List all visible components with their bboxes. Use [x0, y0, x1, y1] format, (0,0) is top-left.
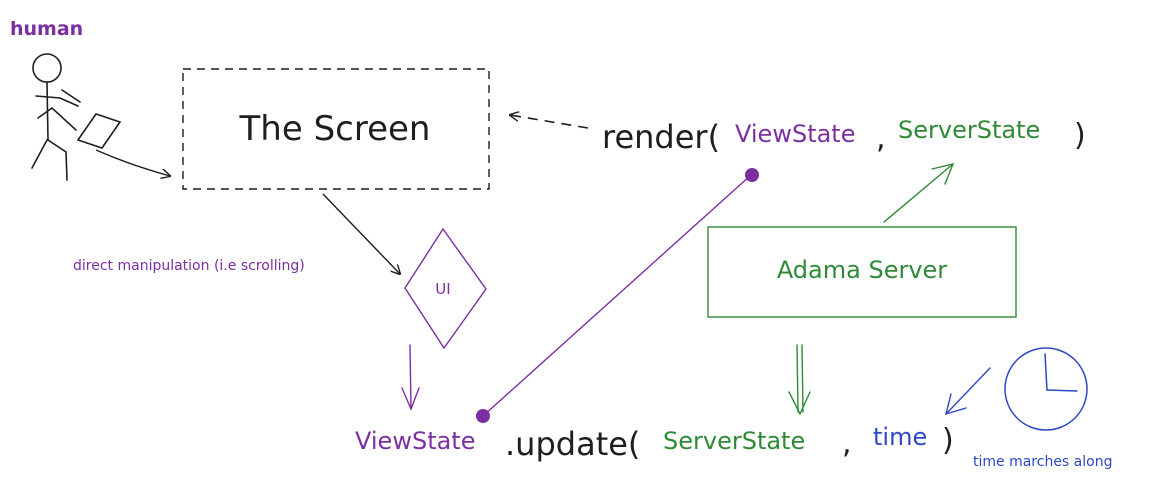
update-serverstate-arg: ServerState [663, 427, 805, 455]
connector-dot-bottom [476, 409, 490, 423]
clock-to-time-arrow [945, 367, 991, 416]
render-comma: , [876, 121, 886, 156]
render-to-screen-arrow [510, 115, 589, 129]
adama-server-label: Adama Server [777, 256, 947, 284]
update-close-paren: ) [942, 423, 954, 458]
server-to-render-arrow [883, 163, 955, 223]
screen-label: The Screen [239, 109, 431, 149]
stick-figure-icon [31, 53, 122, 181]
server-to-update-arrow [788, 344, 811, 416]
ui-label: UI [435, 280, 450, 298]
update-function-label: .update( [505, 425, 640, 463]
direct-manipulation-label: direct manipulation (i.e scrolling) [73, 258, 305, 274]
viewstate-connector-line [476, 168, 759, 423]
render-close-paren: ) [1074, 118, 1086, 153]
clock-icon [1004, 347, 1088, 431]
render-expression: render( ViewState , ServerState ) [602, 116, 1086, 156]
update-comma: , [842, 426, 852, 461]
time-caption: time marches along [973, 454, 1112, 470]
render-serverstate-arg: ServerState [898, 116, 1040, 144]
update-viewstate-object: ViewState [355, 427, 475, 455]
render-viewstate-arg: ViewState [735, 120, 855, 148]
screen-to-ui-arrow [322, 193, 400, 274]
human-label: human [10, 18, 83, 40]
human-to-screen-arrow [95, 149, 170, 176]
ui-diamond [404, 227, 487, 350]
render-function-label: render( [602, 118, 720, 156]
adama-server-box [707, 226, 1017, 318]
update-expression: ViewState .update( ServerState , time ) [355, 423, 954, 463]
connector-dot-top [745, 168, 759, 182]
update-time-arg: time [873, 423, 927, 451]
ui-to-viewstate-arrow [401, 344, 420, 411]
screen-box [182, 68, 490, 190]
